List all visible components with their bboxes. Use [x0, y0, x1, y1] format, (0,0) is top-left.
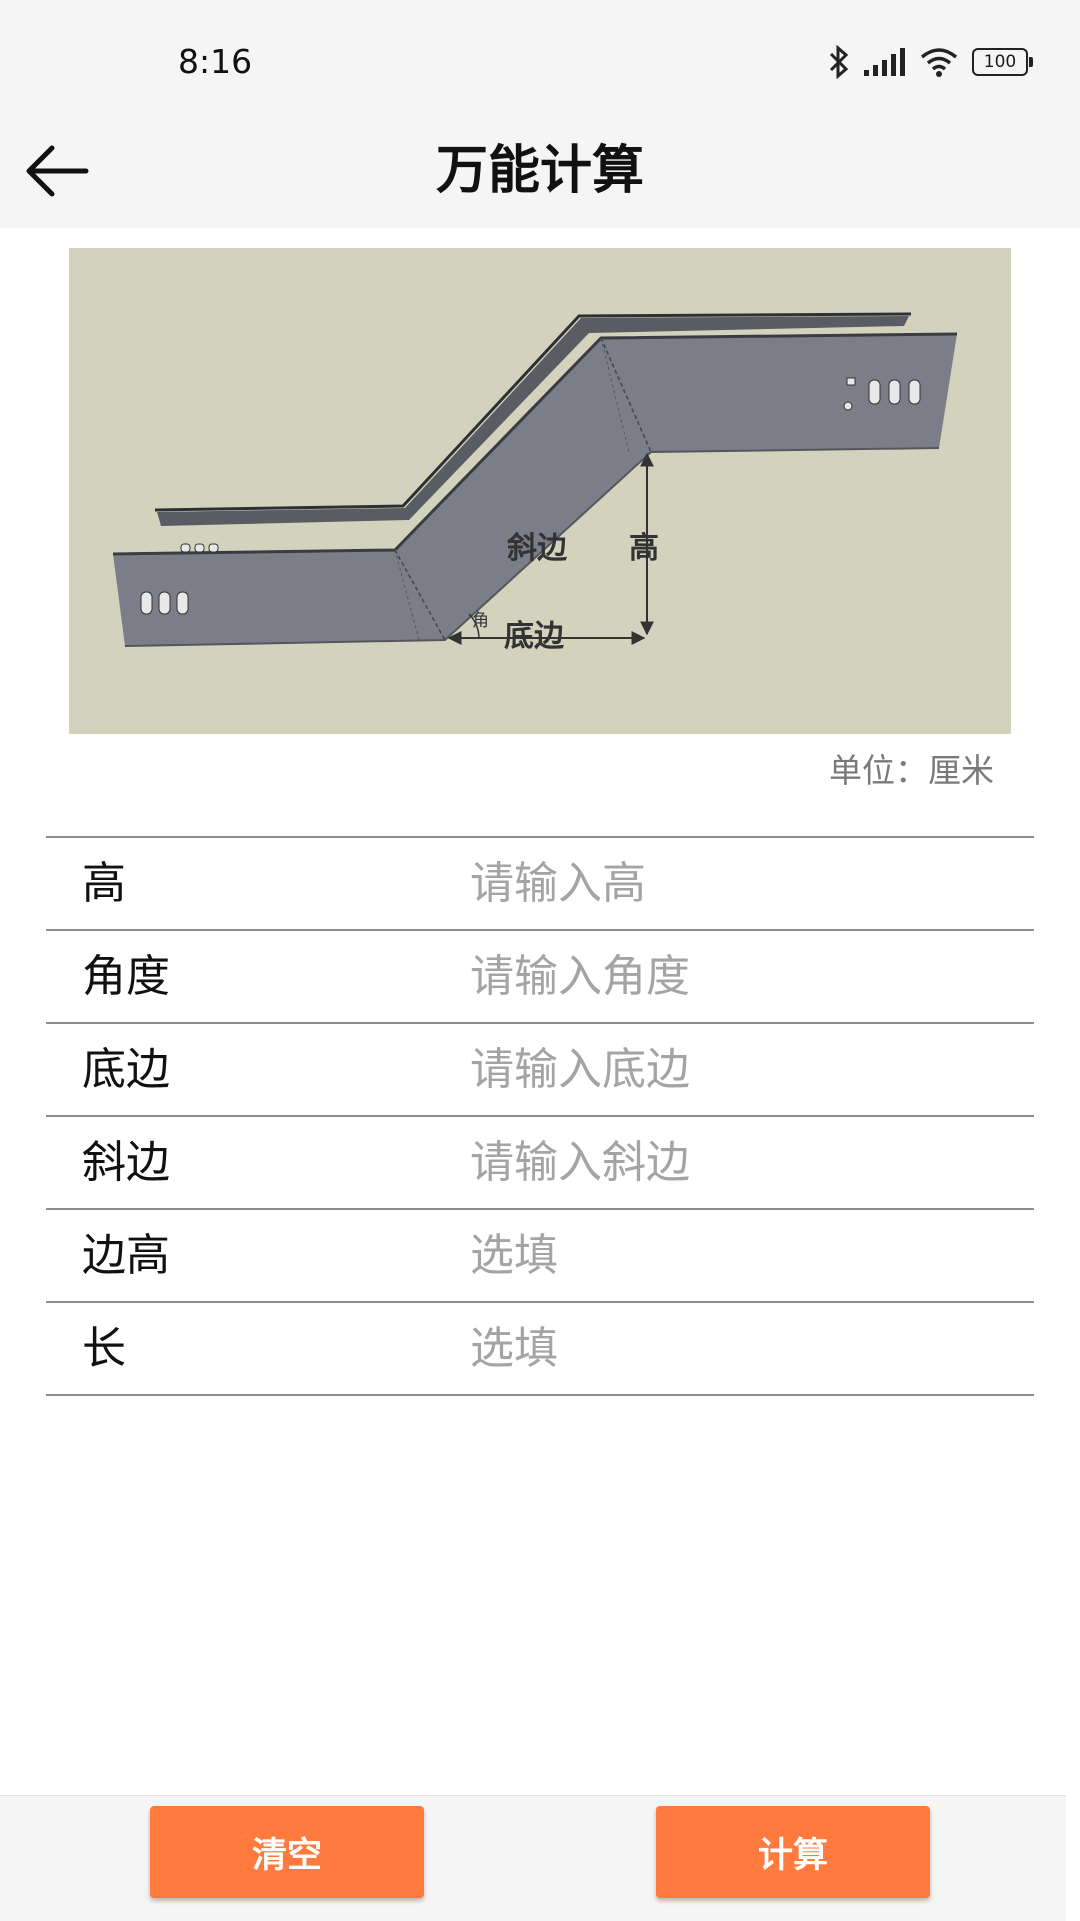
diagram-label-hypotenuse: 斜边 — [507, 531, 568, 566]
clear-button[interactable]: 清空 — [150, 1806, 424, 1898]
field-label-base: 底边 — [82, 1044, 170, 1095]
input-form: 高 角度 底边 斜边 边高 长 — [46, 836, 1034, 1396]
arrow-left-icon — [26, 145, 89, 197]
field-label-angle: 角度 — [82, 951, 170, 1002]
battery-icon: 100 — [972, 48, 1033, 76]
diagram-label-base: 底边 — [504, 619, 565, 654]
field-row-height: 高 — [46, 838, 1034, 931]
diagram-label-angle: 角 — [472, 611, 489, 631]
field-row-length: 长 — [46, 1303, 1034, 1396]
field-label-edge-height: 边高 — [82, 1230, 170, 1281]
height-input[interactable] — [470, 848, 1010, 919]
field-row-edge-height: 边高 — [46, 1210, 1034, 1303]
back-button[interactable] — [22, 135, 94, 207]
hypotenuse-input[interactable] — [470, 1127, 1010, 1198]
cable-tray-diagram: 斜边 高 底边 角 — [69, 248, 1011, 734]
edge-height-input[interactable] — [470, 1220, 1010, 1291]
status-bar: 8:16 100 — [0, 0, 1080, 115]
field-label-height: 高 — [82, 858, 126, 909]
field-label-hypotenuse: 斜边 — [82, 1137, 170, 1188]
angle-input[interactable] — [470, 941, 1010, 1012]
calculate-button[interactable]: 计算 — [656, 1806, 930, 1898]
diagram-label-height: 高 — [629, 531, 659, 566]
field-row-angle: 角度 — [46, 931, 1034, 1024]
wifi-icon — [920, 48, 958, 77]
base-input[interactable] — [470, 1034, 1010, 1105]
bluetooth-icon — [829, 45, 849, 79]
field-row-hypotenuse: 斜边 — [46, 1117, 1034, 1210]
field-row-base: 底边 — [46, 1024, 1034, 1117]
field-label-length: 长 — [82, 1323, 126, 1374]
cable-tray-illustration: 斜边 高 底边 角 — [112, 312, 958, 654]
unit-label: 单位：厘米 — [829, 751, 994, 790]
status-time: 8:16 — [178, 42, 253, 81]
battery-level: 100 — [983, 52, 1017, 72]
status-icons: 100 — [828, 44, 1033, 80]
bottom-action-bar: 清空 计算 — [0, 1795, 1066, 1921]
header: 万能计算 — [0, 115, 1080, 228]
page-title: 万能计算 — [435, 141, 644, 201]
signal-icon — [864, 48, 905, 76]
length-input[interactable] — [470, 1313, 1010, 1384]
